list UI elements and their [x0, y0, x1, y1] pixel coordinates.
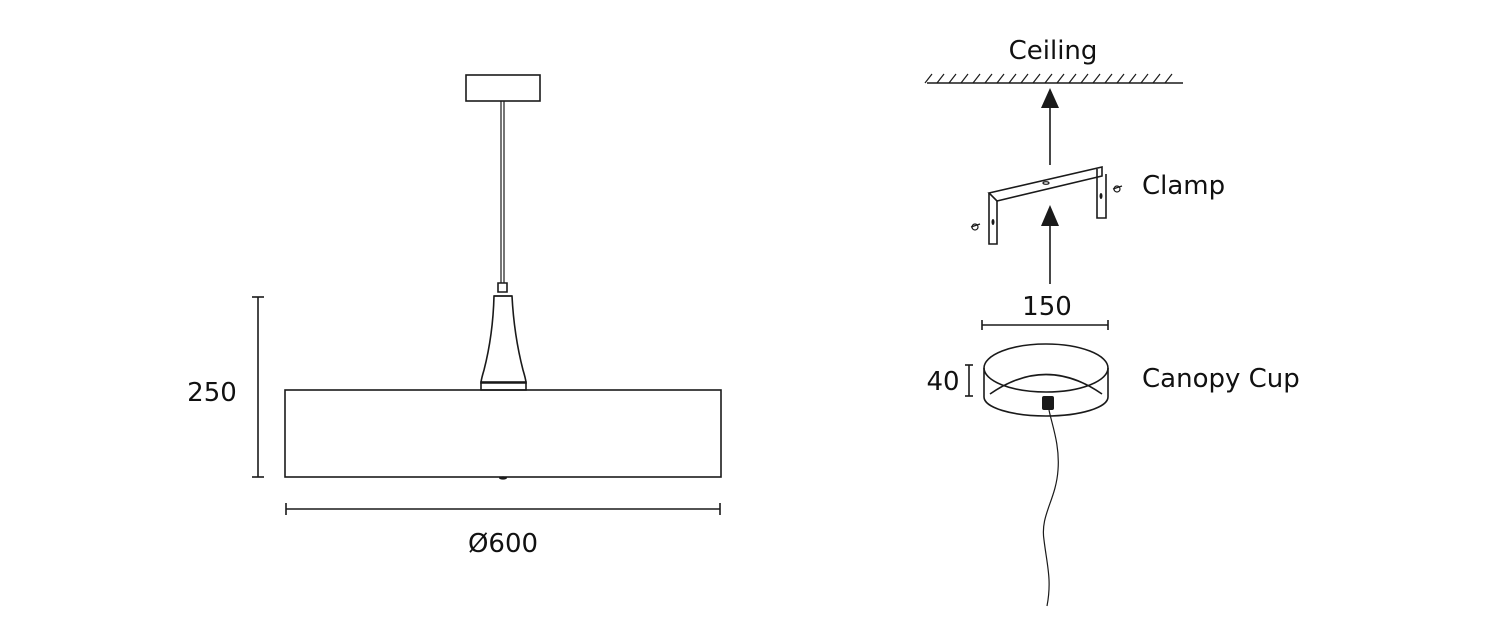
- hatch-stroke: [1152, 73, 1161, 84]
- pendant-lamp: 250 Ø600: [187, 74, 722, 559]
- hatch-stroke: [996, 73, 1005, 84]
- diameter-label: Ø600: [468, 529, 538, 559]
- cable-gland: [1042, 396, 1054, 410]
- hatch-stroke: [948, 73, 957, 84]
- hatch-stroke: [1032, 73, 1041, 84]
- drum-shade: [284, 389, 722, 478]
- hatch-stroke: [1140, 73, 1149, 84]
- hatch-stroke: [1068, 73, 1077, 84]
- hatch-stroke: [1164, 73, 1173, 84]
- hatch-stroke: [1056, 73, 1065, 84]
- canopy-cup: [983, 343, 1109, 607]
- hatch-stroke: [1080, 73, 1089, 84]
- hatch-stroke: [984, 73, 993, 84]
- hatch-stroke: [960, 73, 969, 84]
- height-dimension: 250: [187, 296, 264, 478]
- clamp-label: Clamp: [1142, 171, 1225, 201]
- canopy-width-label: 150: [1022, 292, 1072, 322]
- ceiling-label: Ceiling: [1009, 36, 1098, 66]
- hatch-stroke: [1116, 73, 1125, 84]
- clamp-bracket: [970, 165, 1123, 245]
- hatch-stroke: [936, 73, 945, 84]
- hatch-stroke: [1020, 73, 1029, 84]
- shade-bottom-nub: [499, 476, 507, 480]
- arrow-to-clamp: [1041, 205, 1059, 284]
- hatch-stroke: [1044, 73, 1053, 84]
- installation-diagram: Ceiling Clamp: [924, 36, 1300, 607]
- canopy-width-dimension: 150: [981, 292, 1109, 330]
- power-cable: [1042, 409, 1059, 607]
- diameter-dimension: Ø600: [285, 503, 721, 559]
- hatch-stroke: [972, 73, 981, 84]
- hatch-stroke: [1008, 73, 1017, 84]
- hatch-stroke: [924, 73, 933, 84]
- arrow-to-ceiling: [1041, 88, 1059, 165]
- height-label: 250: [187, 378, 237, 408]
- cable-grip: [497, 282, 508, 293]
- lamp-neck: [480, 295, 527, 384]
- canopy-label: Canopy Cup: [1142, 364, 1300, 394]
- clamp-screw-left: [970, 223, 981, 231]
- canopy-height-label: 40: [926, 367, 959, 397]
- ceiling-hatching: [924, 73, 1173, 84]
- hatch-stroke: [1092, 73, 1101, 84]
- hatch-stroke: [1128, 73, 1137, 84]
- hatch-stroke: [1104, 73, 1113, 84]
- pendant-canopy: [465, 74, 541, 102]
- canopy-height-dimension: 40: [926, 364, 973, 397]
- clamp-screw-right: [1112, 185, 1123, 193]
